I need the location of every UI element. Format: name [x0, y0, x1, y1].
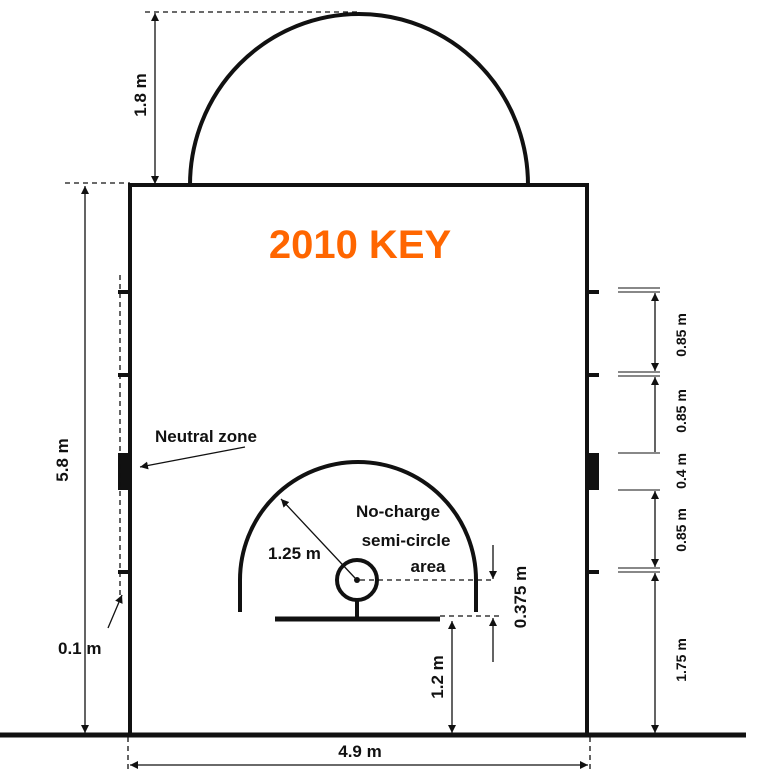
court-lines: [0, 12, 746, 738]
label-basket-offset: 0.375 m: [511, 566, 530, 628]
label-neutral-zone: Neutral zone: [155, 427, 257, 446]
label-no-charge-3: area: [411, 557, 447, 576]
label-right-segment: 0.4 m: [673, 453, 689, 489]
right-extension-lines: [618, 287, 660, 573]
label-right-segment: 1.75 m: [673, 638, 689, 682]
basket-ring: [335, 558, 379, 602]
key-rectangle: [128, 183, 589, 737]
label-key-length: 5.8 m: [53, 438, 72, 481]
left-neutral-zone-block: [118, 453, 130, 490]
top-semicircle: [188, 12, 530, 186]
label-neutral-offset: 0.1 m: [58, 639, 101, 658]
label-top-height: 1.8 m: [131, 73, 150, 116]
key-title: 2010 KEY: [269, 223, 452, 267]
label-right-segment: 0.85 m: [673, 313, 689, 357]
label-radius: 1.25 m: [268, 544, 321, 563]
basket-center-dot: [354, 577, 360, 583]
dimension-arrows: [81, 13, 659, 769]
no-charge-semicircle: [238, 460, 478, 612]
right-neutral-zone-block: [587, 453, 599, 490]
label-key-width: 4.9 m: [338, 742, 381, 761]
label-no-charge-1: No-charge: [356, 502, 440, 521]
label-backboard-distance: 1.2 m: [428, 655, 447, 698]
label-no-charge-2: semi-circle: [362, 531, 451, 550]
dashed-guides: [65, 11, 591, 772]
right-lane-marks: [587, 290, 599, 574]
label-right-segment: 0.85 m: [673, 508, 689, 552]
label-right-segment: 0.85 m: [673, 389, 689, 433]
